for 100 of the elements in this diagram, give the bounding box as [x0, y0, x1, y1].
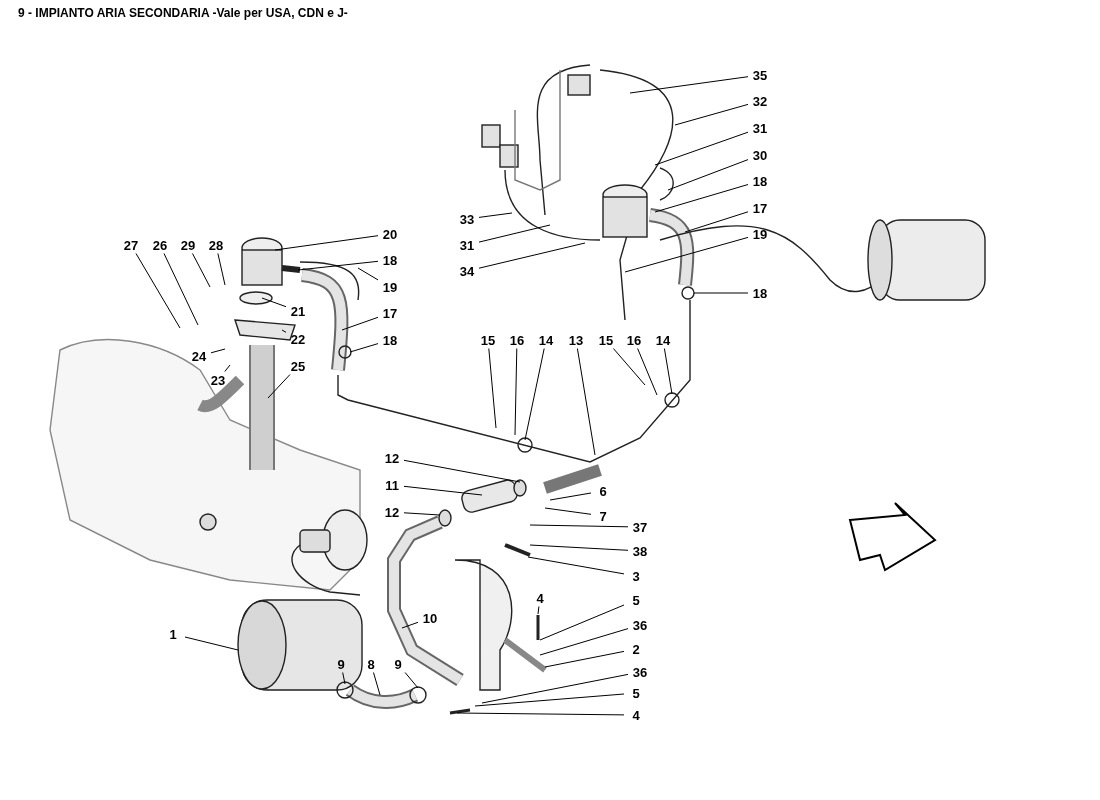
leader-line: [624, 236, 749, 273]
callout-number: 23: [207, 372, 229, 388]
leader-line: [544, 507, 592, 515]
leader-line: [403, 459, 521, 483]
callout-number: 8: [360, 656, 382, 672]
callout-number: 32: [749, 93, 771, 109]
callout-number: 20: [379, 226, 401, 242]
leader-line: [478, 212, 513, 218]
callout-number: 19: [749, 226, 771, 242]
leader-line: [404, 672, 419, 689]
callout-number: 4: [529, 590, 551, 606]
leader-line: [527, 556, 625, 575]
callout-number: 34: [456, 263, 478, 279]
leader-line: [474, 693, 625, 707]
leader-line: [549, 492, 592, 501]
leader-line: [576, 348, 596, 456]
callout-number: 17: [379, 305, 401, 321]
leader-line: [663, 348, 673, 395]
leader-line: [529, 524, 629, 528]
leader-line: [524, 348, 545, 441]
callout-number: 15: [477, 332, 499, 348]
leader-line: [674, 103, 749, 126]
leader-line: [654, 131, 749, 166]
callout-number: 25: [287, 358, 309, 374]
leader-line: [224, 364, 231, 372]
leader-line: [544, 650, 625, 668]
callout-number: 15: [595, 332, 617, 348]
leader-line: [261, 297, 287, 308]
callout-number: 5: [625, 592, 647, 608]
callout-number: 26: [149, 237, 171, 253]
leader-line: [342, 672, 346, 685]
title: 9 - IMPIANTO ARIA SECONDARIA -Vale per USA, CDN e J-: [18, 6, 348, 20]
callout-number: 19: [379, 279, 401, 295]
callout-number: 14: [652, 332, 674, 348]
callout-number: 21: [287, 303, 309, 319]
callout-number: 22: [287, 331, 309, 347]
leader-line: [357, 267, 379, 281]
leader-line: [693, 292, 749, 294]
callout-number: 9: [387, 656, 409, 672]
leader-line: [401, 621, 419, 629]
callout-number: 24: [188, 348, 210, 364]
leader-line: [217, 253, 226, 286]
leader-line: [184, 636, 239, 651]
leader-line: [281, 329, 287, 333]
callout-number: 18: [749, 285, 771, 301]
callout-number: 5: [625, 685, 647, 701]
callout-number: 31: [456, 237, 478, 253]
leader-line: [297, 260, 379, 271]
leader-line: [192, 253, 211, 288]
leader-line: [488, 348, 497, 429]
leader-line: [478, 224, 551, 243]
leader-line: [637, 348, 658, 396]
callout-number: 35: [749, 67, 771, 83]
callout-number: 11: [381, 477, 403, 493]
callout-number: 37: [629, 519, 651, 535]
callout-number: 16: [506, 332, 528, 348]
leader-line: [274, 235, 379, 251]
leader-line: [210, 348, 226, 354]
callout-number: 14: [535, 332, 557, 348]
leader-line: [539, 604, 625, 641]
callout-number: 4: [625, 707, 647, 723]
leader-line: [373, 672, 381, 696]
leader-line: [629, 76, 749, 94]
callout-number: 31: [749, 120, 771, 136]
callout-number: 29: [177, 237, 199, 253]
callout-number: 10: [419, 610, 441, 626]
callout-number: 17: [749, 200, 771, 216]
callout-number: 38: [629, 543, 651, 559]
leader-line: [612, 348, 646, 386]
callout-number: 12: [381, 450, 403, 466]
leader-line: [456, 712, 625, 716]
callout-number: 6: [592, 483, 614, 499]
callout-number: 18: [749, 173, 771, 189]
leader-line: [403, 512, 441, 516]
leader-line: [514, 348, 518, 436]
callout-number: 28: [205, 237, 227, 253]
leader-line: [163, 253, 199, 326]
leader-line: [478, 242, 586, 269]
callout-number: 27: [120, 237, 142, 253]
leader-line: [667, 159, 749, 191]
callout-number: 16: [623, 332, 645, 348]
leader-line: [481, 673, 629, 704]
callout-number: 33: [456, 211, 478, 227]
callout-number: 2: [625, 641, 647, 657]
callout-number: 7: [592, 508, 614, 524]
callout-number: 13: [565, 332, 587, 348]
callout-number: 18: [379, 252, 401, 268]
leader-line: [403, 485, 483, 496]
callout-number: 30: [749, 147, 771, 163]
callout-number: 9: [330, 656, 352, 672]
callout-number: 1: [162, 626, 184, 642]
leader-line: [537, 606, 540, 615]
leader-line: [529, 544, 629, 551]
leader-line: [135, 253, 181, 329]
leader-line: [539, 628, 629, 656]
callout-number: 3: [625, 568, 647, 584]
callout-number: 12: [381, 504, 403, 520]
callout-number: 36: [629, 617, 651, 633]
leader-line: [341, 316, 379, 331]
leader-line: [654, 184, 749, 213]
